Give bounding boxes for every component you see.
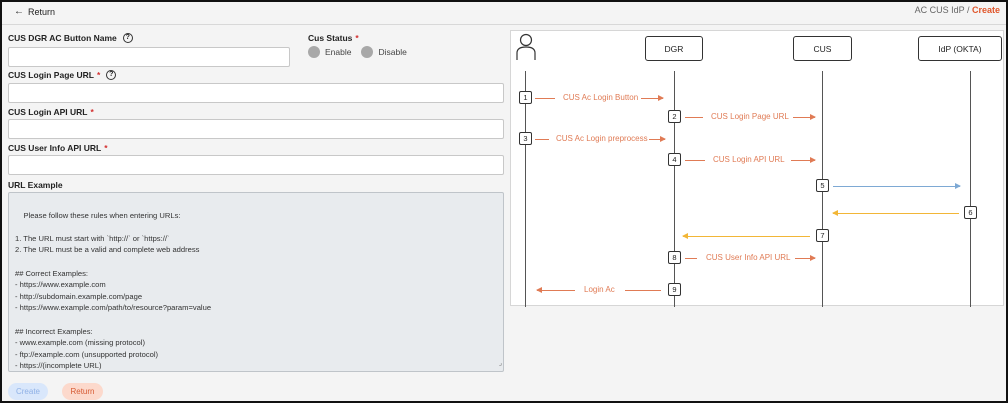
status-label: Cus Status*: [308, 33, 359, 43]
return-button[interactable]: Return: [62, 383, 103, 400]
breadcrumb-current: Create: [971, 5, 1000, 15]
login-api-url-input[interactable]: [8, 119, 504, 139]
url-example-label-text: URL Example: [8, 180, 63, 190]
user-info-api-url-label-text: CUS User Info API URL: [8, 143, 102, 153]
lifeline-idp: [970, 71, 971, 307]
button-name-label: CUS DGR AC Button Name ?: [8, 33, 133, 43]
top-bar: ← Return AC CUS IdP / Create: [2, 2, 1006, 24]
step-marker: 6: [964, 206, 977, 219]
radio-disable[interactable]: [361, 46, 374, 58]
arrow-line: [625, 290, 661, 291]
step-marker: 3: [519, 132, 532, 145]
login-page-url-label: CUS Login Page URL* ?: [8, 70, 117, 80]
arrow-line: [793, 114, 816, 120]
status-disable-option[interactable]: Disable: [361, 46, 407, 58]
required-marker: *: [96, 70, 101, 80]
step-marker: 1: [519, 91, 532, 104]
return-link[interactable]: ← Return: [14, 6, 55, 17]
lifeline-user: [525, 71, 526, 307]
help-icon[interactable]: ?: [106, 70, 117, 80]
step-marker: 9: [668, 283, 681, 296]
required-marker: *: [90, 107, 94, 117]
status-disable-label: Disable: [378, 47, 407, 57]
resize-grip-icon[interactable]: ⌟: [498, 360, 502, 368]
message-label: CUS Login Page URL: [711, 112, 789, 121]
message-label: CUS Login API URL: [713, 155, 785, 164]
login-api-url-label: CUS Login API URL*: [8, 107, 94, 117]
login-api-url-label-text: CUS Login API URL: [8, 107, 88, 117]
arrow-line: [791, 157, 816, 163]
url-example-label: URL Example: [8, 180, 63, 190]
message-label: CUS User Info API URL: [706, 253, 791, 262]
arrow-line: [833, 183, 961, 189]
arrow-line: [685, 258, 697, 259]
arrow-line: [535, 139, 549, 140]
lane-dgr: DGR: [645, 36, 703, 61]
status-label-text: Cus Status: [308, 33, 353, 43]
lifeline-dgr: [674, 71, 675, 307]
user-actor-icon: [516, 33, 536, 60]
arrow-line: [832, 210, 959, 216]
url-example-text: Please follow these rules when entering …: [15, 210, 212, 371]
breadcrumb-separator: /: [966, 5, 970, 15]
back-arrow-icon: ←: [14, 6, 24, 17]
button-name-label-text: CUS DGR AC Button Name: [8, 33, 117, 43]
step-marker: 7: [816, 229, 829, 242]
login-page-url-input[interactable]: [8, 83, 504, 103]
required-marker: *: [355, 33, 359, 43]
sequence-diagram: DGR CUS IdP (OKTA) 1 CUS Ac Login Button…: [510, 30, 1004, 307]
user-info-api-url-input[interactable]: [8, 155, 504, 175]
required-marker: *: [104, 143, 108, 153]
arrow-line: [649, 136, 666, 142]
message-label: CUS Ac Login preprocess: [556, 134, 648, 143]
status-enable-option[interactable]: Enable: [308, 46, 351, 58]
step-marker: 8: [668, 251, 681, 264]
user-info-api-url-label: CUS User Info API URL*: [8, 143, 108, 153]
button-name-input[interactable]: [8, 47, 290, 67]
login-page-url-label-text: CUS Login Page URL: [8, 70, 94, 80]
arrow-line: [641, 95, 664, 101]
return-link-label: Return: [28, 6, 56, 17]
arrow-line: [685, 160, 705, 161]
url-example-textarea[interactable]: Please follow these rules when entering …: [8, 192, 504, 372]
arrow-line: [682, 233, 810, 239]
lane-cus: CUS: [793, 36, 852, 61]
arrow-line: [795, 255, 816, 261]
arrow-line: [685, 117, 703, 118]
lane-idp: IdP (OKTA): [918, 36, 1002, 61]
radio-enable[interactable]: [308, 46, 320, 58]
message-label: CUS Ac Login Button: [563, 93, 639, 102]
arrow-line: [536, 287, 575, 293]
step-marker: 5: [816, 179, 829, 192]
breadcrumb-parent[interactable]: AC CUS IdP: [914, 5, 965, 15]
create-button[interactable]: Create: [8, 383, 48, 400]
top-divider: [2, 24, 1006, 25]
breadcrumb: AC CUS IdP / Create: [915, 5, 1000, 15]
step-marker: 4: [668, 153, 681, 166]
status-enable-label: Enable: [325, 47, 352, 57]
status-radio-group: Enable Disable: [308, 46, 417, 58]
step-marker: 2: [668, 110, 681, 123]
message-label: Login Ac: [584, 285, 615, 294]
help-icon[interactable]: ?: [122, 33, 133, 43]
arrow-line: [535, 98, 555, 99]
